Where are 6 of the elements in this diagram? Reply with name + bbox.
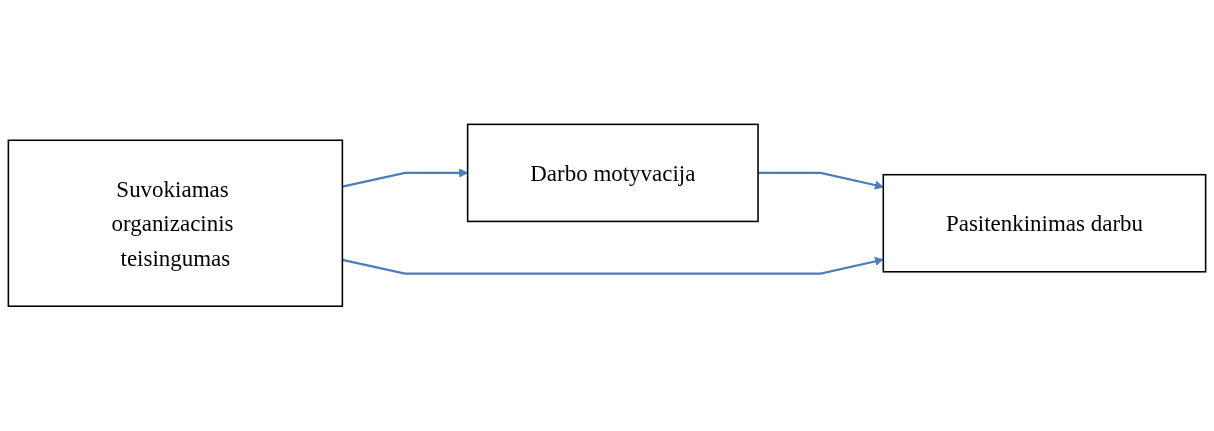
flow-diagram: Darbo motyvacija Suvokiamas organizacinis teisingumas Pasitenkinimas darbu xyxy=(0,116,1214,315)
node-box xyxy=(882,174,1207,273)
arrow xyxy=(342,257,884,275)
node-box xyxy=(466,123,759,223)
node-box xyxy=(7,139,344,308)
arrow xyxy=(758,172,884,190)
